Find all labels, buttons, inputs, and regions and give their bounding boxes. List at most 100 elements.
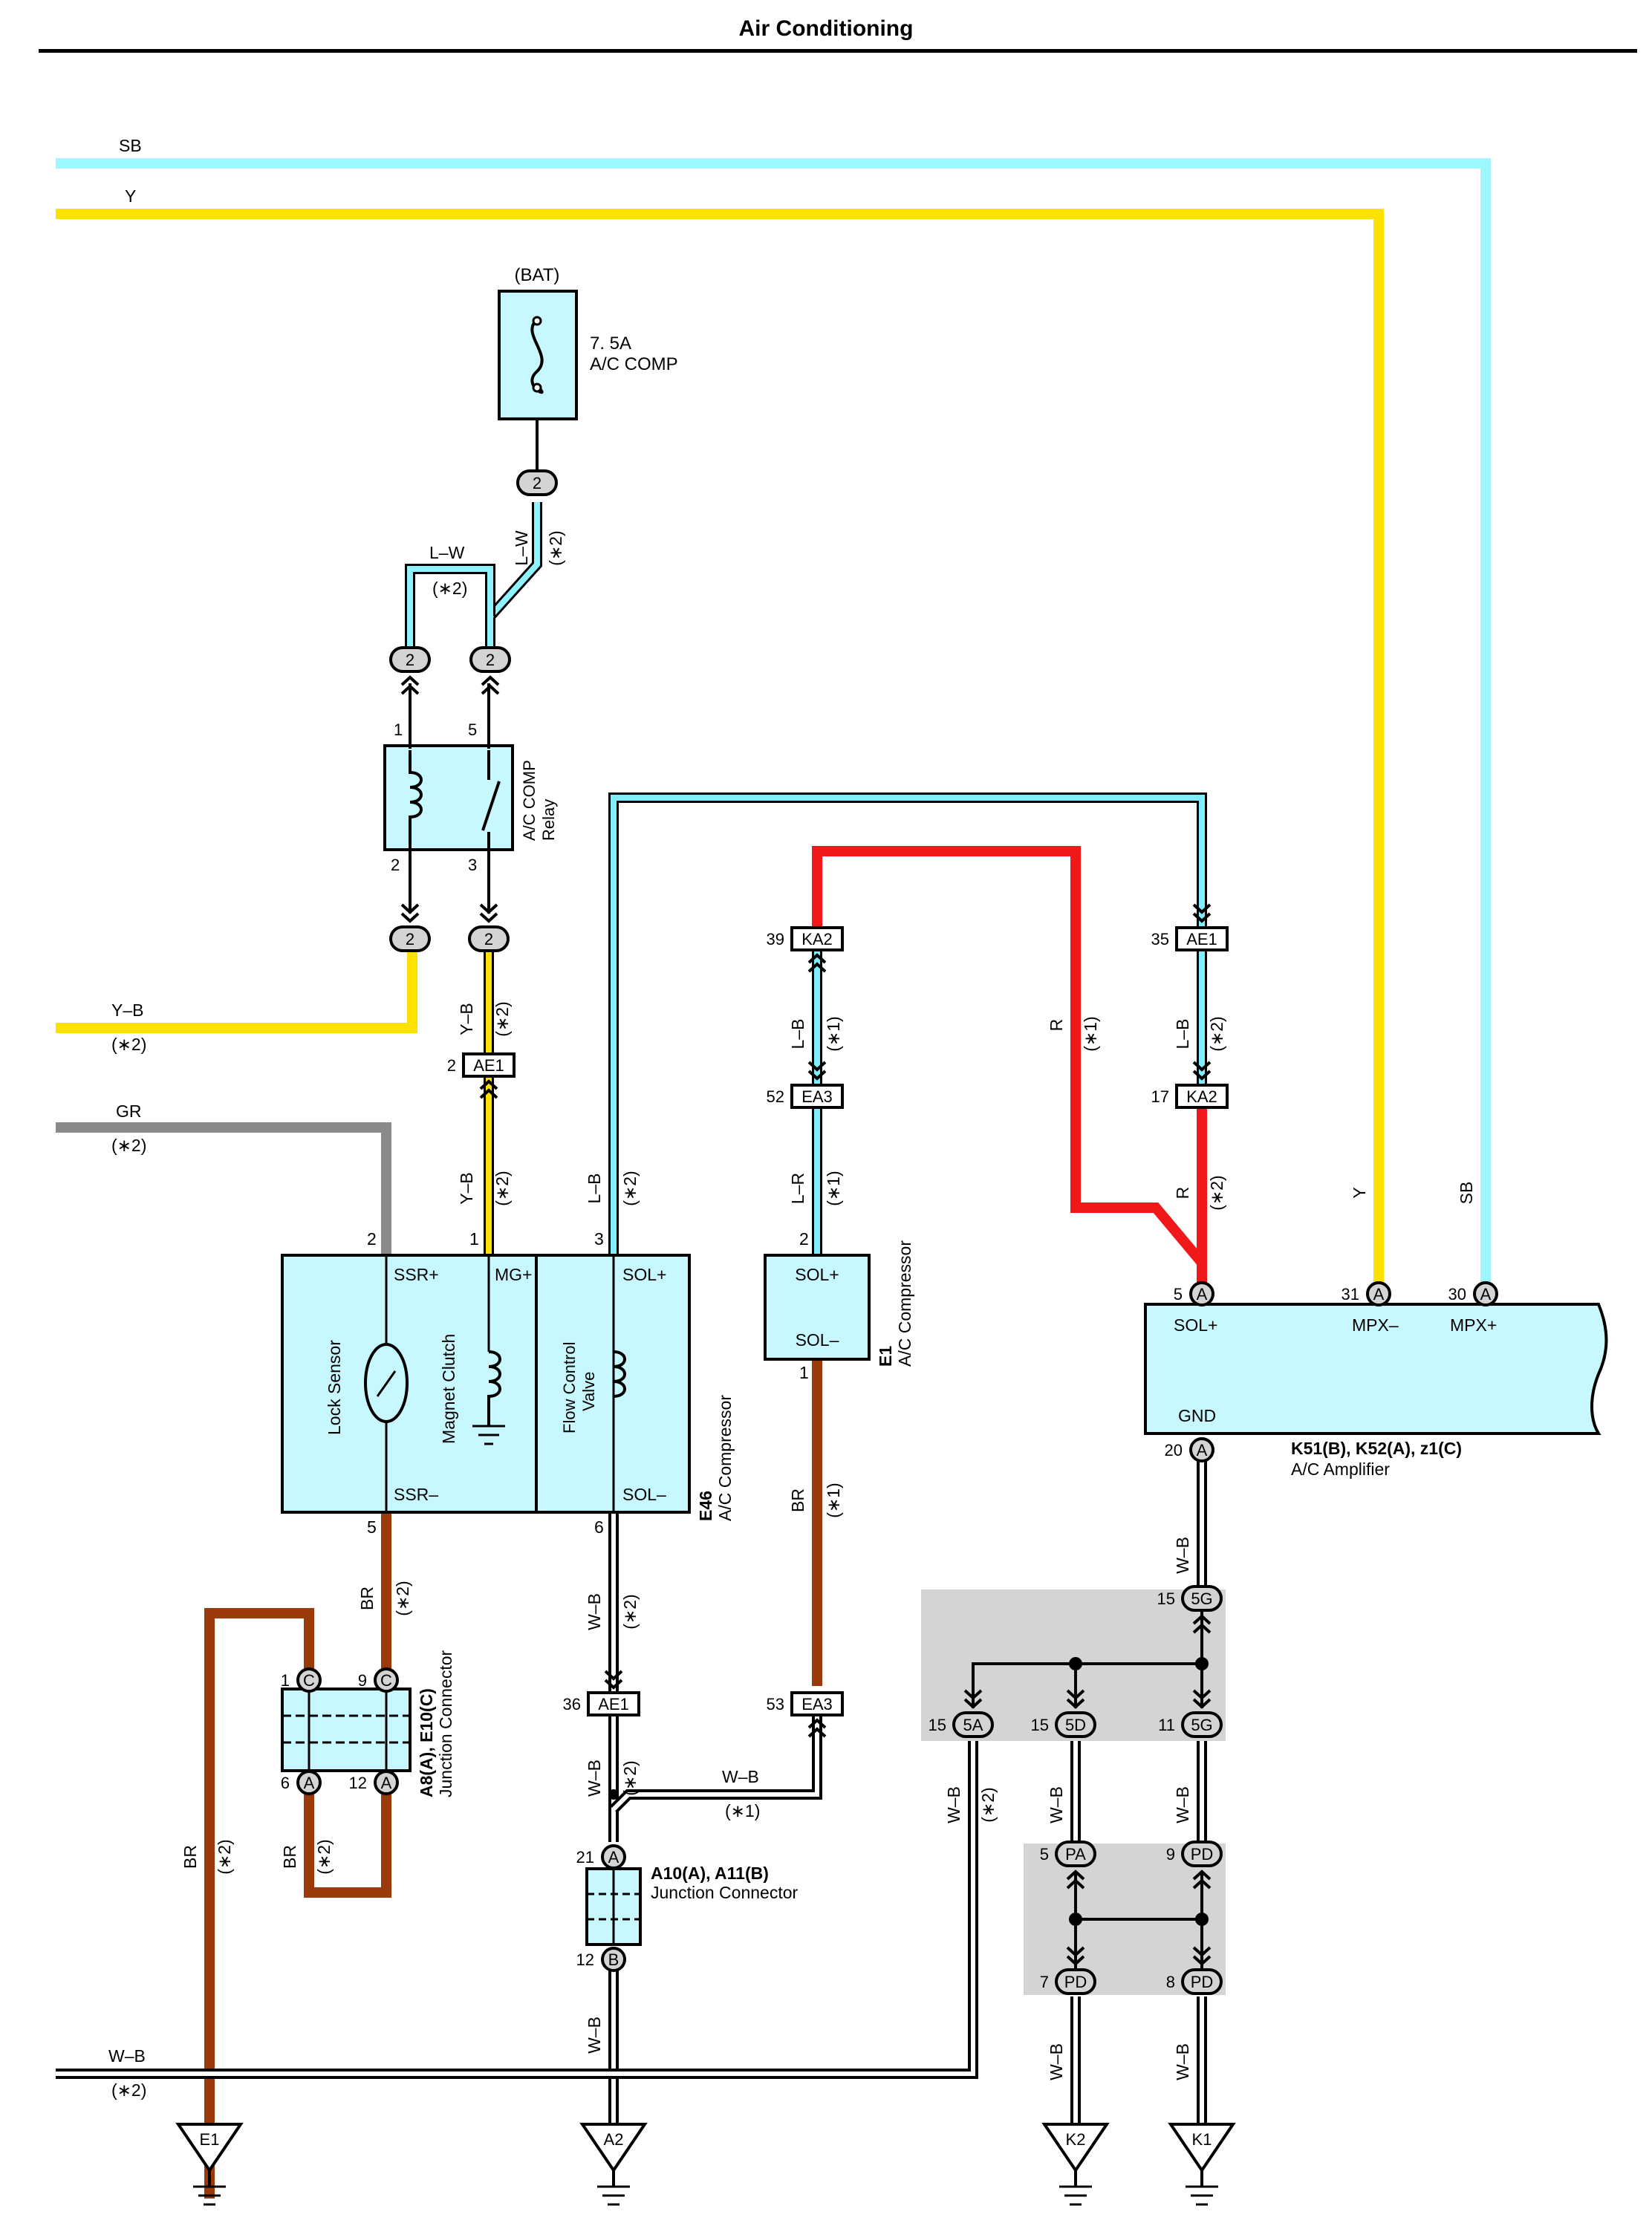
svg-text:A2: A2 — [604, 2130, 624, 2149]
vlabel-20: BR — [788, 1488, 807, 1512]
svg-text:E1: E1 — [200, 2130, 220, 2149]
svg-text:A: A — [1373, 1285, 1385, 1304]
svg-text:35: 35 — [1151, 930, 1169, 948]
label-sb: SB — [119, 136, 142, 155]
conn-5g-15: 5G 15 — [1157, 1585, 1223, 1612]
vlabel-23: (∗2) — [393, 1581, 412, 1615]
svg-text:5D: 5D — [1065, 1716, 1086, 1734]
svg-text:3: 3 — [594, 1229, 604, 1249]
vlabel-22: BR — [357, 1586, 377, 1610]
svg-text:A: A — [1197, 1441, 1208, 1459]
conn-pa-5: PA 5 — [1040, 1841, 1096, 1867]
e46-name: A/C Compressor — [715, 1395, 735, 1521]
svg-text:B: B — [608, 1950, 620, 1969]
amp-mpx-plus: MPX+ — [1450, 1315, 1497, 1335]
svg-text:5: 5 — [1174, 1285, 1183, 1304]
svg-text:PA: PA — [1065, 1845, 1086, 1864]
label-wb-ea3-s: (∗1) — [725, 1801, 760, 1820]
e46-compressor: SSR+ MG+ SOL+ SSR– SOL– Lock Sensor Magn… — [281, 1229, 735, 1537]
svg-text:5G: 5G — [1191, 1589, 1212, 1608]
vlabel-32: (∗2) — [314, 1839, 334, 1874]
vlabel-31: BR — [280, 1845, 299, 1869]
vlabel-0: L–W — [512, 530, 531, 566]
vlabel-29: BR — [181, 1845, 200, 1869]
wire-br-loop — [204, 1608, 314, 2199]
conn-jc1-12: A12 — [349, 1770, 399, 1795]
conn-lw-2b: 2 — [469, 646, 511, 673]
vlabel-25: (∗2) — [620, 1594, 640, 1629]
vlabel-5: (∗2) — [492, 1171, 512, 1205]
jc1-a8-e10: A8(A), E10(C) Junction Connector — [281, 1650, 455, 1797]
vlabel-37: W–B — [1173, 1786, 1192, 1823]
wire-lw-branch — [407, 566, 493, 646]
svg-text:5G: 5G — [1191, 1716, 1212, 1734]
svg-text:5: 5 — [1040, 1845, 1049, 1864]
svg-text:21: 21 — [576, 1848, 594, 1867]
svg-text:1: 1 — [469, 1229, 479, 1249]
svg-text:C: C — [303, 1671, 315, 1690]
fuse-rating: 7. 5A — [590, 333, 631, 354]
vlabel-27: (∗2) — [620, 1760, 640, 1795]
wire-y — [56, 209, 1384, 1292]
svg-text:A: A — [608, 1848, 620, 1867]
e46-ssr-minus: SSR– — [394, 1485, 438, 1504]
e1-compressor: SOL+ SOL– E1 A/C Compressor 2 1 — [764, 1229, 914, 1382]
ground-e1: E1 — [175, 2123, 244, 2206]
conn-jc2-12: B12 — [576, 1947, 626, 1972]
svg-text:15: 15 — [1157, 1589, 1175, 1608]
wires — [56, 158, 1491, 2199]
conn-fuse-2: 2 — [516, 469, 558, 496]
svg-text:AE1: AE1 — [598, 1695, 629, 1714]
vlabel-2: Y–B — [457, 1003, 476, 1035]
svg-text:6: 6 — [281, 1774, 290, 1792]
svg-text:5A: 5A — [963, 1716, 983, 1734]
vlabel-39: W–B — [1173, 2043, 1192, 2080]
svg-text:C: C — [380, 1671, 392, 1690]
svg-text:AE1: AE1 — [1186, 930, 1217, 948]
vlabel-7: (∗2) — [620, 1171, 640, 1205]
label-yb-left: Y–B — [111, 1000, 143, 1020]
svg-text:2: 2 — [486, 651, 495, 669]
vlabel-1: (∗2) — [546, 530, 565, 565]
svg-text:A: A — [381, 1774, 392, 1792]
wire-wb-gnd — [56, 1735, 975, 2076]
e1-code: E1 — [876, 1346, 895, 1367]
conn-amp-5: A5 — [1174, 1281, 1214, 1306]
wire-labels: SB Y Y–B (∗2) GR (∗2) W–B (∗2) L–W (∗2) … — [108, 136, 760, 2100]
svg-text:7: 7 — [1040, 1973, 1049, 1991]
e46-sol-minus: SOL– — [622, 1485, 666, 1504]
svg-text:1: 1 — [799, 1363, 809, 1382]
magnet-clutch-coil — [487, 1350, 501, 1426]
vlabel-4: Y–B — [457, 1172, 476, 1204]
e46-sol-plus: SOL+ — [622, 1265, 666, 1284]
relay-pin-3: 3 — [468, 856, 477, 874]
jc2-name: Junction Connector — [651, 1883, 799, 1902]
fcv-coil — [613, 1350, 626, 1398]
svg-text:20: 20 — [1165, 1441, 1183, 1459]
vlabel-12: R — [1047, 1019, 1066, 1032]
conn-amp-20: A 20 — [1165, 1437, 1214, 1462]
svg-text:2: 2 — [406, 651, 414, 669]
wire-lb-top — [611, 795, 1205, 1255]
vlabel-9: (∗1) — [824, 1016, 843, 1051]
vlabel-11: (∗1) — [824, 1171, 843, 1205]
conn-amp-30: A30 — [1448, 1281, 1498, 1306]
ground-symbols: E1 A2 K2 K1 — [175, 2123, 1236, 2206]
e46-ssr-plus: SSR+ — [394, 1265, 439, 1284]
e46-lock-sensor: Lock Sensor — [325, 1340, 344, 1435]
vlabel-30: (∗2) — [215, 1839, 234, 1874]
label-y: Y — [125, 186, 136, 206]
ground-k2: K2 — [1041, 2123, 1110, 2206]
svg-text:AE1: AE1 — [473, 1056, 504, 1075]
vlabel-38: W–B — [1047, 2043, 1066, 2080]
svg-text:K1: K1 — [1192, 2130, 1212, 2149]
svg-text:A: A — [1480, 1285, 1492, 1304]
vlabel-36: W–B — [1047, 1786, 1066, 1823]
e46-code: E46 — [696, 1491, 715, 1521]
vlabel-34: W–B — [944, 1786, 963, 1823]
label-lw-top-s: (∗2) — [432, 579, 467, 598]
